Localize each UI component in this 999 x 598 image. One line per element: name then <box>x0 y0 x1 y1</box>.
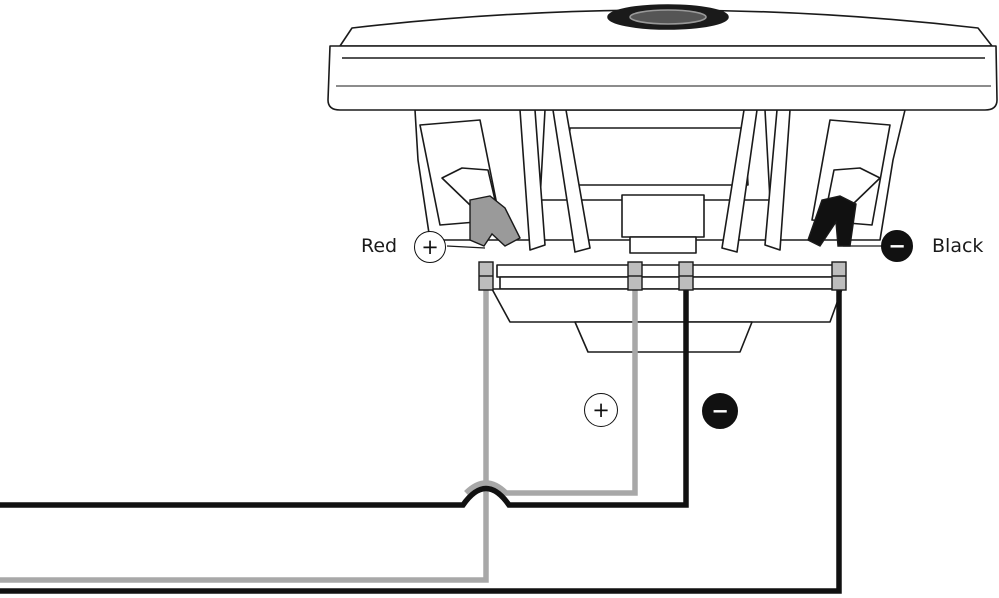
wire-positive-lead <box>464 290 638 496</box>
terminal-tab-positive <box>469 195 521 247</box>
magnet-cup-inner <box>564 127 749 186</box>
rear-cap <box>574 321 753 353</box>
grille-body <box>327 45 998 111</box>
wire-positive-speaker <box>0 290 489 583</box>
lower-ring-2 <box>499 276 835 290</box>
lower-ring <box>496 264 838 278</box>
terminal-tabs <box>469 195 857 247</box>
wire-negative-speaker <box>0 290 842 594</box>
leader-red <box>446 245 486 249</box>
mounting-clip-left <box>441 167 496 206</box>
tweeter-cap-ring <box>629 9 707 25</box>
terminal-block-bottom <box>629 236 697 254</box>
terminal-tab-negative <box>807 195 857 247</box>
rear-plate <box>491 288 843 323</box>
terminal-label-black: Black <box>932 235 984 257</box>
positive-terminal-icon: + <box>414 231 446 263</box>
connectors <box>478 261 847 291</box>
positive-lead-icon: + <box>584 393 618 427</box>
terminal-block <box>621 194 705 238</box>
wire-negative-lead <box>0 290 689 508</box>
leader-lines <box>446 245 882 249</box>
wires <box>0 290 842 594</box>
speaker-drawing <box>327 4 998 353</box>
negative-lead-icon: − <box>702 393 738 429</box>
terminal-label-red: Red <box>361 235 398 257</box>
negative-terminal-icon: − <box>881 230 913 262</box>
